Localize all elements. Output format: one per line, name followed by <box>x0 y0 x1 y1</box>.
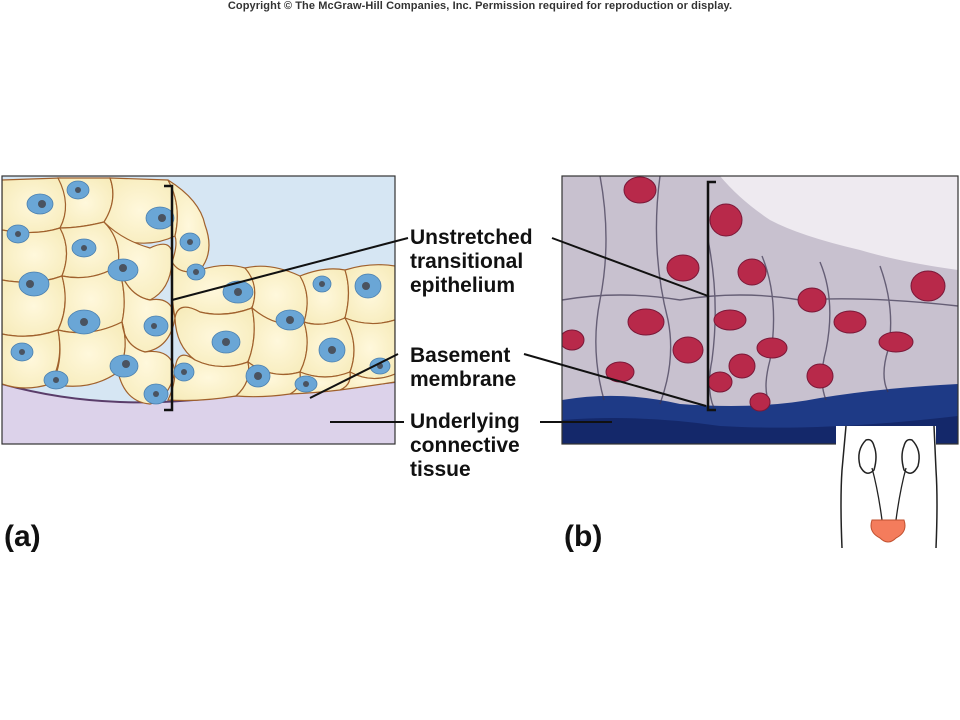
epithelium-bracket-a <box>164 184 174 412</box>
panel-label-b: (b) <box>564 520 603 553</box>
micrograph-panel-b <box>562 176 958 444</box>
leader-unstretched-b <box>551 237 709 297</box>
label-basement-membrane: Basement membrane <box>410 344 516 392</box>
leader-unstretched-a <box>171 237 409 301</box>
label-line: membrane <box>410 368 517 391</box>
label-line: transitional <box>410 250 524 273</box>
label-line: Basement <box>410 344 511 367</box>
nucleoli <box>15 187 383 397</box>
torso-outline <box>840 425 938 549</box>
panel-label-a: (a) <box>4 520 41 553</box>
label-line: Unstretched <box>410 226 533 249</box>
ureter-lines <box>871 467 907 521</box>
leader-basement-b <box>523 353 707 407</box>
copyright-notice: Copyright © The McGraw-Hill Companies, I… <box>227 0 733 12</box>
label-line: tissue <box>410 458 471 481</box>
panel-a-frame <box>1 175 396 445</box>
kidney-icon <box>858 438 920 474</box>
label-line: epithelium <box>410 274 516 297</box>
bladder-icon <box>870 519 906 543</box>
leader-basement-a <box>309 353 399 399</box>
label-line: connective <box>410 434 520 457</box>
cell-nuclei <box>6 180 391 405</box>
label-underlying-connective-tissue: Underlying connective tissue <box>410 410 520 482</box>
cell-boundaries <box>562 176 958 409</box>
micrograph-nuclei <box>562 176 946 412</box>
leader-lines <box>171 237 709 423</box>
connective-tissue-layer <box>2 382 395 444</box>
illustration-panel-a <box>2 176 395 444</box>
urinary-system-inset <box>836 425 938 550</box>
panel-b-frame <box>561 175 959 445</box>
label-line: Underlying <box>410 410 520 433</box>
label-unstretched-transitional-epithelium: Unstretched transitional epithelium <box>410 226 533 298</box>
lumen-surface <box>720 176 958 270</box>
